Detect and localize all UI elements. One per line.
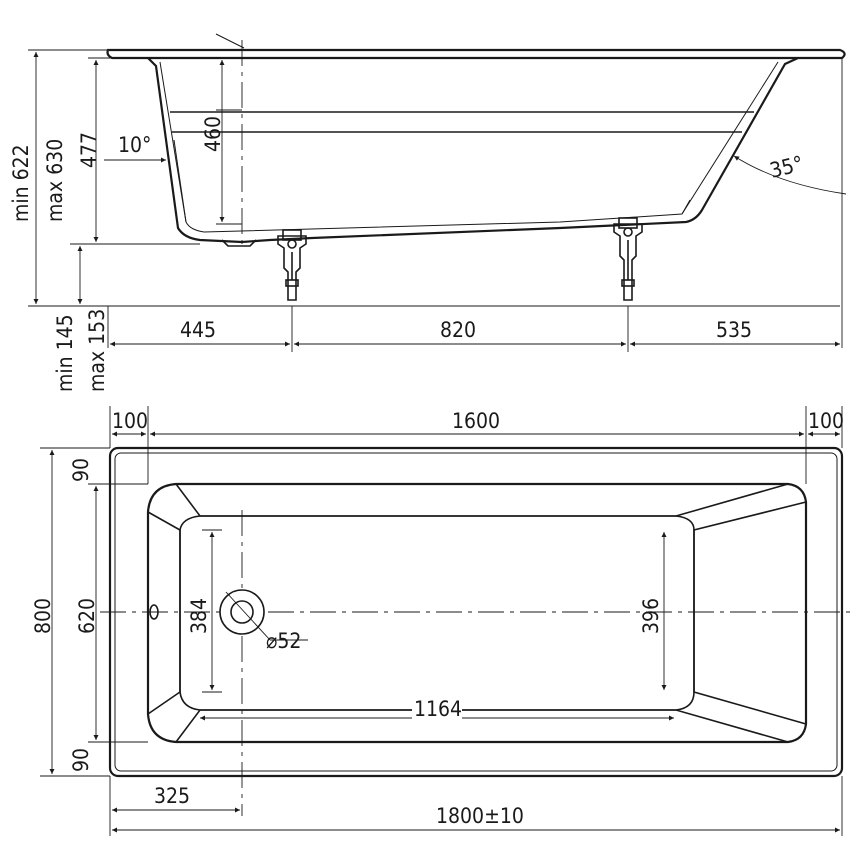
dim-offset-right: 535 bbox=[716, 318, 752, 342]
dim-bottom-width-foot: 396 bbox=[639, 598, 663, 634]
dim-inner-depth: 460 bbox=[201, 116, 225, 152]
angle-head: 10° bbox=[118, 133, 151, 157]
side-rim bbox=[106, 48, 846, 60]
dim-depth-min: min 622 bbox=[9, 144, 33, 222]
angle-foot: 35° bbox=[767, 151, 805, 182]
side-view: min 622 max 630 477 460 10° 35° min 145 … bbox=[9, 33, 847, 392]
overflow-hole bbox=[149, 604, 159, 620]
dim-rim-bottom: 90 bbox=[69, 748, 93, 772]
dim-leg-max: max 153 bbox=[85, 309, 109, 392]
dim-drain-diameter: ⌀52 bbox=[266, 629, 301, 653]
dim-width-total: 800 bbox=[31, 598, 55, 634]
top-view: ⌀52 100 1600 100 800 620 90 90 384 396 bbox=[31, 406, 852, 836]
drain-inner bbox=[230, 600, 254, 624]
dim-height-total: 477 bbox=[77, 132, 101, 168]
dim-depth-max: max 630 bbox=[43, 139, 67, 222]
dim-length-total: 1800±10 bbox=[436, 804, 524, 828]
dim-rim-left: 100 bbox=[112, 409, 148, 433]
dim-rim-right: 100 bbox=[808, 409, 844, 433]
drain-outer bbox=[219, 589, 265, 635]
dim-leg-min: min 145 bbox=[53, 314, 77, 392]
side-body-outer bbox=[147, 57, 799, 244]
side-body-inner bbox=[159, 61, 779, 233]
side-drain-bump bbox=[221, 239, 257, 247]
dim-offset-left: 445 bbox=[180, 318, 216, 342]
dim-bottom-width-head: 384 bbox=[187, 598, 211, 634]
dim-bottom-length: 1164 bbox=[414, 697, 462, 721]
dim-inner-length: 1600 bbox=[452, 409, 500, 433]
dim-drain-offset: 325 bbox=[154, 784, 190, 808]
top-bottom-floor bbox=[179, 515, 695, 711]
dim-inner-width: 620 bbox=[75, 598, 99, 634]
dim-leg-spacing: 820 bbox=[440, 318, 476, 342]
dim-rim-top: 90 bbox=[69, 458, 93, 482]
side-leg-right bbox=[613, 217, 643, 301]
side-leg-left bbox=[277, 229, 307, 301]
